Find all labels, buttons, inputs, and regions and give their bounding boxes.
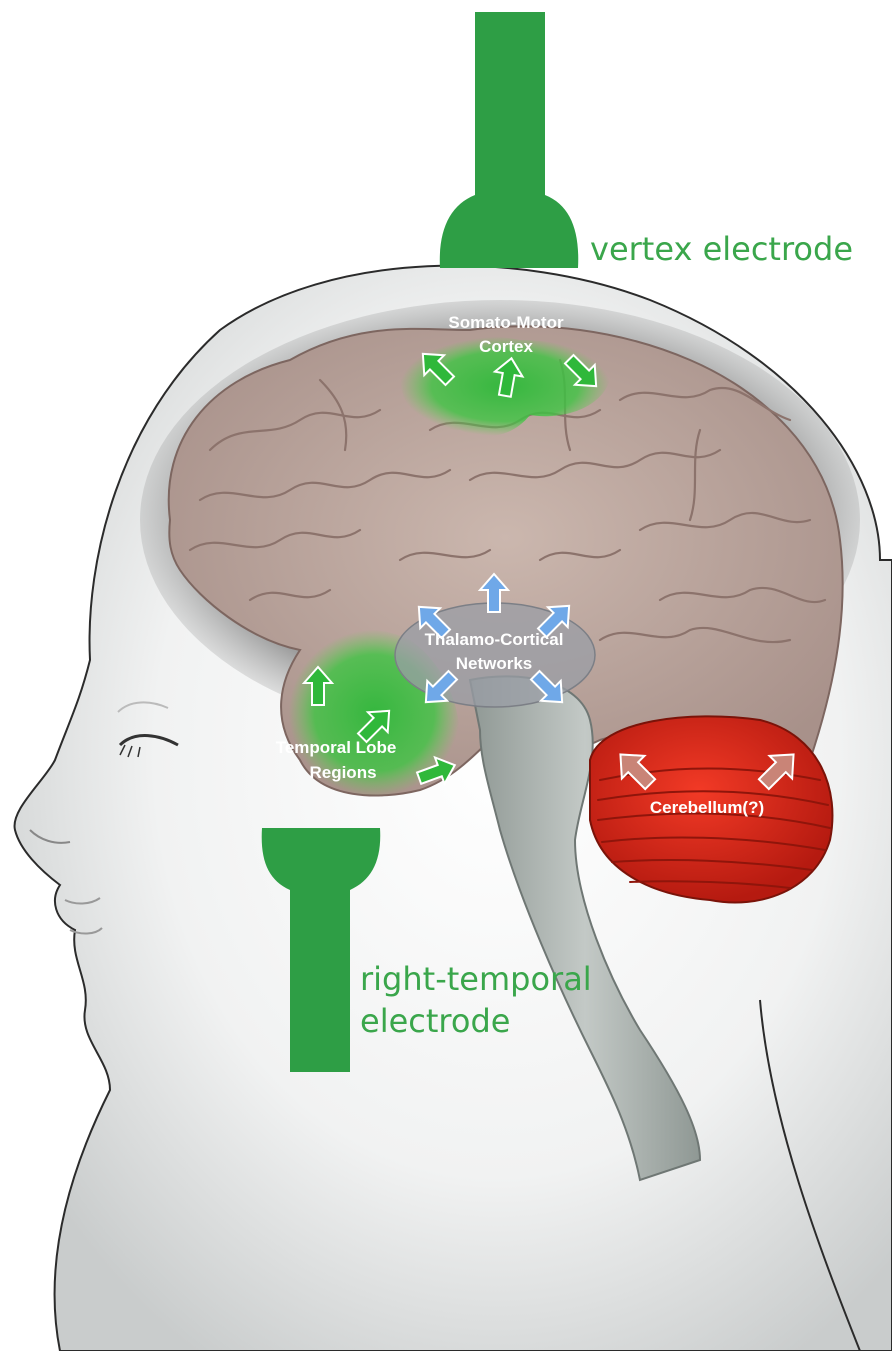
- right-temporal-label-line1: right-temporal: [360, 960, 592, 998]
- right-temporal-label-line2: electrode: [360, 1002, 510, 1040]
- vertex-electrode-label: vertex electrode: [590, 230, 853, 268]
- somato-motor-label-line2: Cortex: [479, 337, 533, 356]
- thalamo-cortical-label-line1: Thalamo-Cortical: [425, 630, 564, 649]
- vertex-electrode-icon: [440, 12, 578, 268]
- temporal-lobe-label-line1: Temporal Lobe: [276, 738, 397, 757]
- cerebellum-label: Cerebellum(?): [650, 798, 764, 817]
- somato-motor-label-line1: Somato-Motor: [448, 313, 564, 332]
- thalamo-cortical-label-line2: Networks: [456, 654, 533, 673]
- temporal-lobe-label-line2: Regions: [309, 763, 376, 782]
